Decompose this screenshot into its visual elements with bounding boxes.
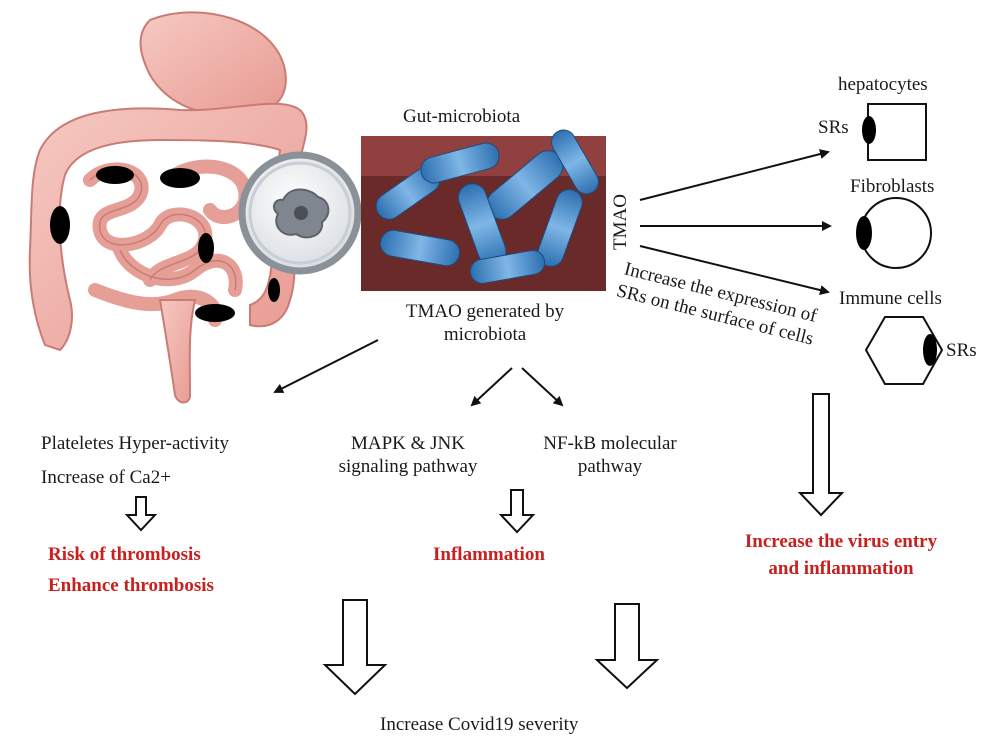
hollow-arrow-covid-right [594, 603, 660, 690]
immune-cells-label: Immune cells [839, 288, 942, 309]
fibroblast-cell [856, 197, 932, 269]
tmao-generated-label: TMAO generated by microbiota [375, 301, 595, 347]
bacteria-image [361, 129, 606, 291]
hollow-arrows [124, 393, 845, 696]
fibroblasts-label: Fibroblasts [850, 176, 935, 197]
hollow-arrow-covid-left [322, 599, 388, 696]
enhance-thrombosis-label: Enhance thrombosis [48, 575, 214, 596]
mapk-line1: MAPK & JNK [350, 433, 466, 454]
virus-entry-label: Increase the virus entry and inflammatio… [706, 531, 976, 581]
srs-hepatocyte-label: SRs [818, 117, 849, 138]
virus-entry-line2: and inflammation [768, 557, 914, 579]
mapk-label: MAPK & JNK signaling pathway [318, 433, 498, 479]
intestine-illustration [28, 11, 308, 404]
hollow-arrow-inflammation [498, 489, 536, 534]
tmao-generated-line2: microbiota [443, 323, 527, 345]
nfkb-line2: pathway [577, 455, 643, 477]
pathway-arrows [273, 339, 564, 407]
nfkb-line1: NF-kB molecular [543, 433, 677, 454]
immune-cell [864, 316, 944, 385]
mapk-line2: signaling pathway [338, 455, 478, 477]
tmao-generated-line1: TMAO generated by [405, 301, 565, 322]
srs-immune-label: SRs [946, 340, 977, 361]
gut-microbiota-label: Gut-microbiota [403, 106, 521, 127]
hepatocytes-label: hepatocytes [838, 74, 928, 95]
platelets-line1: Plateletes Hyper-activity [41, 433, 229, 454]
tmao-arrows [639, 149, 832, 295]
hepatocyte-cell [862, 103, 927, 161]
tmao-label: TMAO [610, 194, 631, 250]
magnifier-lens [238, 151, 362, 275]
hollow-arrow-thrombosis [124, 496, 158, 532]
hollow-arrow-virus [797, 393, 845, 517]
nfkb-label: NF-kB molecular pathway [520, 433, 700, 479]
inflammation-label: Inflammation [433, 544, 545, 565]
covid-severity-label: Increase Covid19 severity [380, 714, 579, 735]
risk-thrombosis-label: Risk of thrombosis [48, 544, 201, 565]
platelets-line2: Increase of Ca2+ [41, 467, 171, 488]
virus-entry-line1: Increase the virus entry [744, 531, 938, 552]
